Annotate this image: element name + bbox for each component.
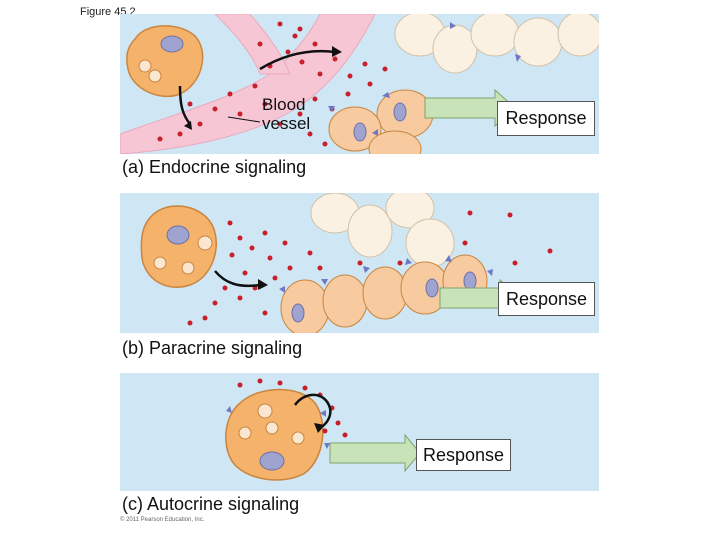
copyright-notice: © 2011 Pearson Education, Inc. (120, 517, 205, 523)
nucleus (160, 35, 184, 53)
target-cells (280, 254, 488, 333)
vessel-label-line2: vessel (262, 114, 311, 133)
circulation-arrow (259, 49, 336, 71)
nucleus (166, 225, 190, 245)
autocrine-illustration (225, 378, 421, 481)
response-arrow (329, 433, 421, 473)
receptors (226, 406, 330, 449)
secreting-cell (140, 205, 217, 288)
response-box: Response (497, 101, 595, 136)
diffusion-arrow (214, 270, 261, 288)
caption-autocrine: (c) Autocrine signaling (122, 494, 300, 514)
response-box: Response (416, 439, 511, 471)
hormone-molecules (157, 21, 388, 147)
nucleus (259, 451, 285, 471)
secreting-cell (126, 25, 204, 98)
blood-vessel-branch (214, 14, 291, 75)
nontarget-cells (394, 14, 599, 74)
secreting-cell (225, 388, 324, 481)
receptors (279, 255, 493, 293)
caption-paracrine: (b) Paracrine signaling (122, 338, 303, 358)
autocrine-arrow (293, 393, 332, 430)
vessel-leader-line (227, 116, 261, 123)
target-cells (328, 89, 434, 154)
secretion-arrow (178, 85, 191, 125)
blood-vessel-label: Blood vessel (262, 95, 310, 133)
response-box: Response (498, 282, 595, 316)
hormone-molecules (187, 210, 553, 326)
panel-autocrine: Response (120, 373, 599, 491)
endocrine-illustration (120, 14, 599, 154)
panel-endocrine: Blood vessel Response (120, 14, 599, 154)
vessel-label-line1: Blood (262, 95, 306, 114)
panel-paracrine: Response (120, 193, 599, 333)
nontarget-cells (310, 193, 455, 268)
caption-endocrine: (a) Endocrine signaling (122, 157, 307, 177)
